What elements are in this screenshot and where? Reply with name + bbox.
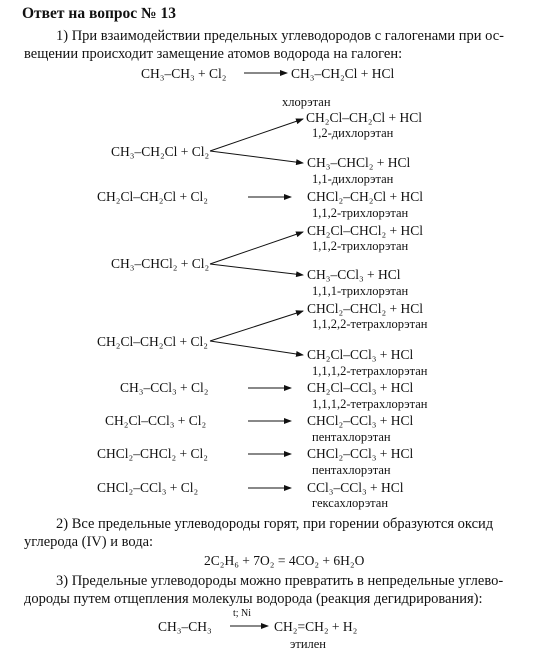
- combustion-equation: 2C₂H₆ + 7O₂ = 4CO₂ + 6H₂O: [204, 553, 365, 568]
- reactant: CH₂Cl–CH₂Cl + Cl₂: [97, 189, 209, 204]
- reactant: CH₃–CH₂Cl + Cl₂: [111, 144, 210, 159]
- product-formula: CH₂Cl–CCl₃ + HCl: [307, 347, 414, 362]
- dehydrogenation-reactant: CH₃–CH₃: [158, 619, 212, 634]
- product-formula: CHCl₂–CCl₃ + HCl: [307, 413, 414, 428]
- product-name: 1,2-дихлорэтан: [312, 126, 394, 140]
- reaction-arrow-4a: [209, 231, 304, 265]
- product-name: пентахлорэтан: [312, 463, 391, 477]
- product-name: 1,1,1-трихлорэтан: [312, 284, 409, 298]
- product-name: пентахлорэтан: [312, 430, 391, 444]
- dehydrogenation-product: CH₂=CH₂ + H₂: [274, 619, 358, 634]
- product-name: 1,1,1,2-тетрахлорэтан: [312, 397, 428, 411]
- product-name: 1,1,2-трихлорэтан: [312, 206, 409, 220]
- product-name: 1,1,2,2-тетрахлорэтан: [312, 317, 428, 331]
- product-name: 1,1,1,2-тетрахлорэтан: [312, 364, 428, 378]
- product-formula: CH₂Cl–CH₂Cl + HCl: [306, 110, 423, 125]
- reaction-arrow-5b: [209, 340, 304, 357]
- product-formula: CH₂Cl–CCl₃ + HCl: [307, 380, 414, 395]
- section1-line2: вещении происходит замещение атомов водо…: [24, 46, 403, 62]
- product-formula: CHCl₂–CHCl₂ + HCl: [307, 301, 424, 316]
- product-name: 1,1-дихлорэтан: [312, 172, 394, 186]
- product-name: хлорэтан: [282, 95, 331, 109]
- reaction-arrow-5a: [209, 310, 304, 342]
- page-title: Ответ на вопрос № 13: [22, 5, 176, 22]
- section2-line2: углерода (IV) и вода:: [24, 534, 154, 550]
- reactant: CHCl₂–CHCl₂ + Cl₂: [97, 446, 209, 461]
- section3-line1: 3) Предельные углеводороды можно преврат…: [56, 573, 504, 589]
- reaction-condition: t; Ni: [233, 608, 252, 619]
- product-formula: CH₃–CH₂Cl + HCl: [291, 66, 395, 81]
- reactant: CHCl₂–CCl₃ + Cl₂: [97, 480, 199, 495]
- product-name-ethylene: этилен: [290, 637, 326, 651]
- product-formula: CHCl₂–CCl₃ + HCl: [307, 446, 414, 461]
- reactant: CH₃–CCl₃ + Cl₂: [120, 380, 209, 395]
- section2-line1: 2) Все предельные углеводороды горят, пр…: [56, 516, 494, 532]
- product-formula: CCl₃–CCl₃ + HCl: [307, 480, 404, 495]
- section3-line2: дороды путем отщепления молекулы водород…: [24, 591, 483, 607]
- product-name: 1,1,2-трихлорэтан: [312, 239, 409, 253]
- reactant: CH₂Cl–CCl₃ + Cl₂: [105, 413, 207, 428]
- reactant: CH₃–CH₃ + Cl₂: [141, 66, 227, 81]
- product-formula: CH₃–CHCl₂ + HCl: [307, 155, 411, 170]
- product-formula: CHCl₂–CH₂Cl + HCl: [307, 189, 424, 204]
- reaction-arrow-2b: [209, 150, 304, 166]
- product-formula: CH₂Cl–CHCl₂ + HCl: [307, 223, 424, 238]
- product-name: гексахлорэтан: [312, 496, 389, 510]
- product-formula: CH₃–CCl₃ + HCl: [307, 267, 401, 282]
- reaction-arrow-2a: [209, 118, 304, 152]
- reaction-arrow-4b: [209, 263, 304, 278]
- reactant: CH₂Cl–CH₂Cl + Cl₂: [97, 334, 209, 349]
- section1-line1: 1) При взаимодействии предельных углевод…: [56, 28, 505, 44]
- reactant: CH₃–CHCl₂ + Cl₂: [111, 256, 210, 271]
